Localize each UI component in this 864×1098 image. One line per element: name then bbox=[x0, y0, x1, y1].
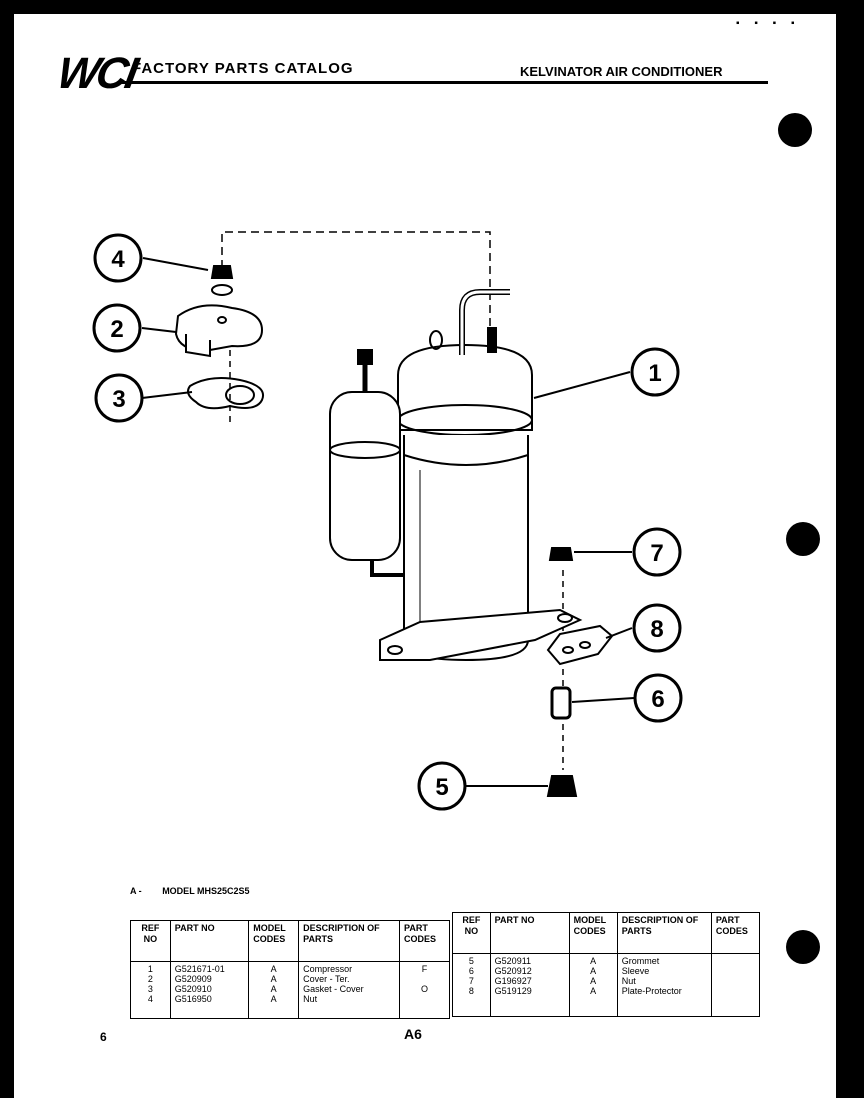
right-desc-cell: Grommet Sleeve Nut Plate-Protector bbox=[616, 953, 712, 1017]
washer-part-4 bbox=[211, 284, 233, 296]
right-ref-cell: 5 6 7 8 bbox=[452, 953, 491, 1017]
model-line: A - MODEL MHS25C2S5 bbox=[130, 886, 268, 896]
compressor-seam bbox=[403, 454, 529, 466]
callout-circle-4 bbox=[93, 233, 143, 283]
header-rule bbox=[118, 81, 768, 84]
callout-circle-1 bbox=[630, 347, 680, 397]
leader-4 bbox=[142, 257, 209, 271]
leader-8 bbox=[605, 627, 633, 639]
catalog-title: FACTORY PARTS CATALOG bbox=[132, 60, 354, 77]
nut-part-4 bbox=[210, 265, 234, 279]
cover-hole bbox=[217, 316, 227, 324]
accumulator-cap bbox=[357, 349, 373, 365]
header-part-codes: PART CODES bbox=[399, 920, 450, 962]
header-part-codes-right: PART CODES bbox=[710, 912, 761, 954]
mounting-base bbox=[379, 608, 583, 661]
callout-circle-7 bbox=[632, 527, 682, 577]
accumulator bbox=[329, 391, 401, 561]
base-hole-right bbox=[557, 613, 573, 623]
leader-3 bbox=[141, 391, 193, 399]
gasket-hole bbox=[225, 385, 255, 405]
plate-hole-2 bbox=[579, 641, 591, 649]
left-part-cell: G521671-01 G520909 G520910 G516950 bbox=[169, 961, 250, 1019]
callout-label-1: 1 bbox=[648, 360, 661, 387]
footer-left-number: 6 bbox=[100, 1030, 107, 1044]
binder-hole-middle bbox=[786, 522, 820, 556]
header-ref-no: REF NO bbox=[130, 920, 171, 962]
callout-label-3: 3 bbox=[112, 386, 125, 413]
header-model-codes: MODEL CODES bbox=[248, 920, 300, 962]
parts-table-left: REF NO PART NO MODEL CODES DESCRIPTION O… bbox=[130, 920, 450, 1019]
callout-label-7: 7 bbox=[650, 540, 663, 567]
leader-6 bbox=[571, 697, 635, 703]
discharge-tube-inner bbox=[460, 290, 510, 355]
binder-hole-top bbox=[778, 113, 812, 147]
callout-label-6: 6 bbox=[651, 686, 664, 713]
base-hole-left bbox=[387, 645, 403, 655]
left-ref-cell: 1 2 3 4 bbox=[130, 961, 171, 1019]
header-description-right: DESCRIPTION OF PARTS bbox=[616, 912, 712, 954]
compressor-dome bbox=[397, 343, 533, 431]
header-description: DESCRIPTION OF PARTS bbox=[298, 920, 401, 962]
page-number: A6 bbox=[404, 1026, 422, 1042]
cover-tab bbox=[185, 334, 211, 358]
header-part-no-right: PART NO bbox=[489, 912, 570, 954]
binder-hole-bottom bbox=[786, 930, 820, 964]
terminal bbox=[487, 327, 497, 353]
callout-label-5: 5 bbox=[435, 774, 448, 801]
leader-1 bbox=[533, 371, 631, 399]
model-number: MODEL MHS25C2S5 bbox=[162, 886, 250, 896]
callout-label-8: 8 bbox=[650, 616, 663, 643]
grommet-part-5 bbox=[546, 775, 578, 797]
accumulator-outlet bbox=[370, 560, 404, 577]
callout-circle-5 bbox=[417, 761, 467, 811]
callout-label-4: 4 bbox=[111, 246, 125, 273]
sleeve-part-6 bbox=[550, 686, 572, 720]
callout-circle-8 bbox=[632, 603, 682, 653]
model-code: A - bbox=[130, 886, 142, 896]
right-part-cell: G520911 G520912 G196927 G519129 bbox=[489, 953, 570, 1017]
plate-hole-1 bbox=[562, 646, 574, 654]
leader-2 bbox=[141, 327, 177, 333]
parts-table-right: REF NO PART NO MODEL CODES DESCRIPTION O… bbox=[452, 912, 761, 1017]
nut-part-7 bbox=[548, 547, 574, 561]
callout-circle-2 bbox=[92, 303, 142, 353]
callout-circle-3 bbox=[94, 373, 144, 423]
callout-label-2: 2 bbox=[110, 316, 123, 343]
header-ref-no-right: REF NO bbox=[452, 912, 491, 954]
product-title: KELVINATOR AIR CONDITIONER bbox=[520, 64, 723, 79]
assembly-line-top bbox=[221, 231, 491, 330]
accumulator-band bbox=[329, 441, 401, 459]
gasket-part-3 bbox=[187, 377, 264, 410]
right-codes-cell bbox=[710, 953, 761, 1017]
left-model-cell: A A A A bbox=[248, 961, 300, 1019]
callout-circle-6 bbox=[633, 673, 683, 723]
header-part-no: PART NO bbox=[169, 920, 250, 962]
right-model-cell: A A A A bbox=[568, 953, 618, 1017]
corner-marks: ▪ ▪ ▪ ▪ bbox=[736, 18, 801, 29]
exploded-parts-diagram: 4 2 3 1 7 8 6 5 bbox=[92, 231, 683, 811]
left-desc-cell: Compressor Cover - Ter. Gasket - Cover N… bbox=[298, 961, 401, 1019]
left-codes-cell: F O bbox=[399, 961, 450, 1019]
lift-ring bbox=[429, 330, 443, 350]
header-model-codes-right: MODEL CODES bbox=[568, 912, 618, 954]
